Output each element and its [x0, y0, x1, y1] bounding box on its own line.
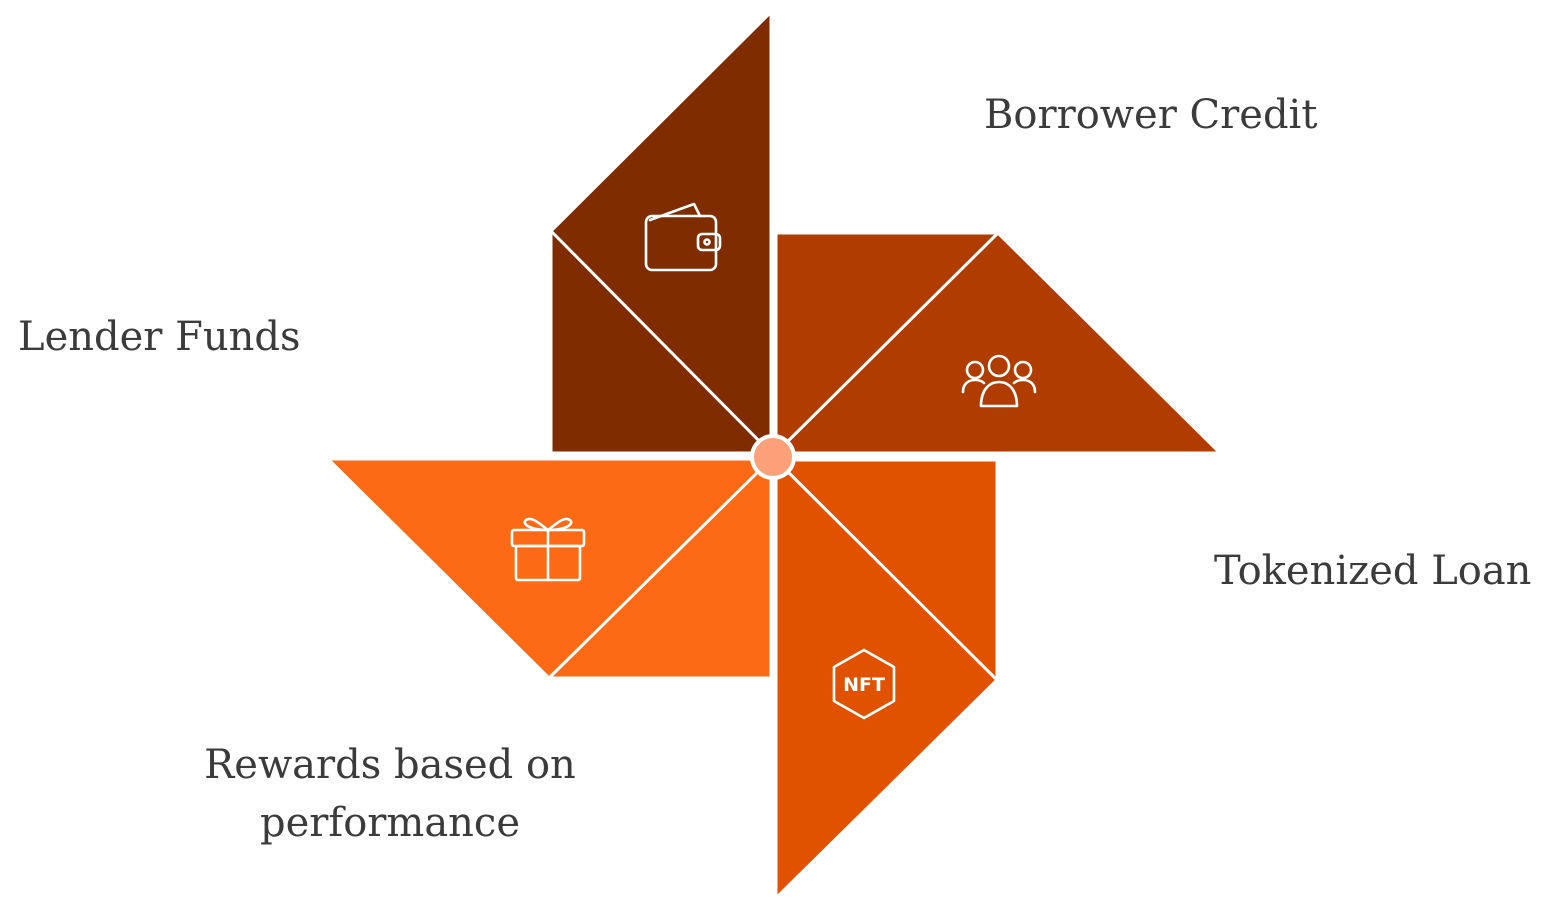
label-lender-funds: Lender Funds: [18, 314, 301, 360]
pinwheel-hub: [750, 434, 796, 480]
gift-icon: [510, 517, 586, 582]
blade-left: [326, 457, 773, 680]
wallet-icon: [644, 202, 722, 272]
nft-icon-text: NFT: [843, 674, 885, 696]
blade-top: [549, 10, 773, 455]
nft-icon: NFT: [832, 648, 896, 720]
label-tokenized-loan: Tokenized Loan: [1214, 548, 1532, 594]
blade-right: [774, 231, 1222, 455]
label-rewards: Rewards based on performance: [204, 742, 576, 846]
blade-bottom: [774, 458, 999, 898]
label-borrower-credit: Borrower Credit: [984, 92, 1318, 138]
users-icon: [961, 354, 1037, 408]
